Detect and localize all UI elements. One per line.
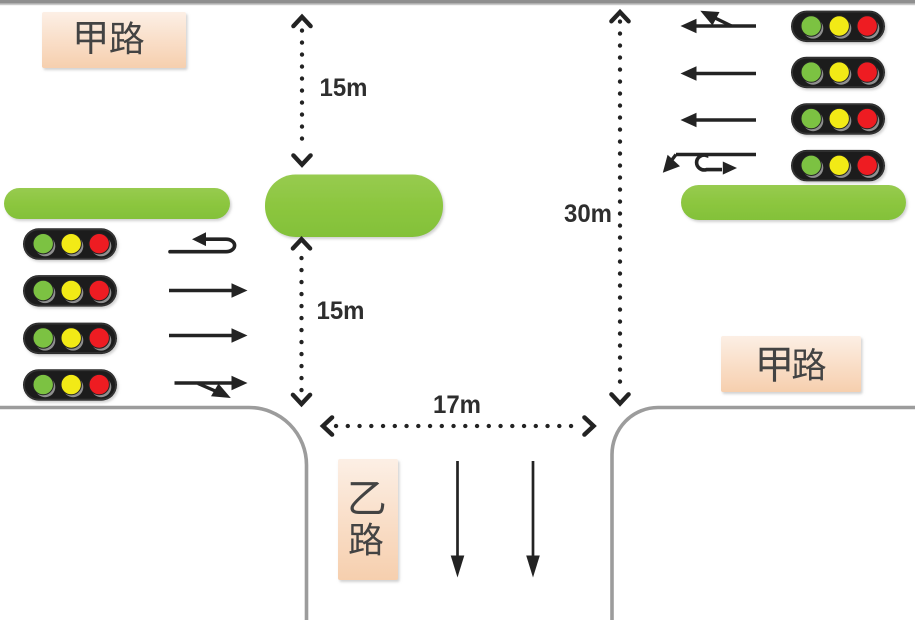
svg-text:15m: 15m: [317, 297, 365, 325]
svg-text:17m: 17m: [433, 391, 481, 419]
svg-text:15m: 15m: [320, 74, 368, 102]
svg-text:30m: 30m: [564, 200, 612, 228]
